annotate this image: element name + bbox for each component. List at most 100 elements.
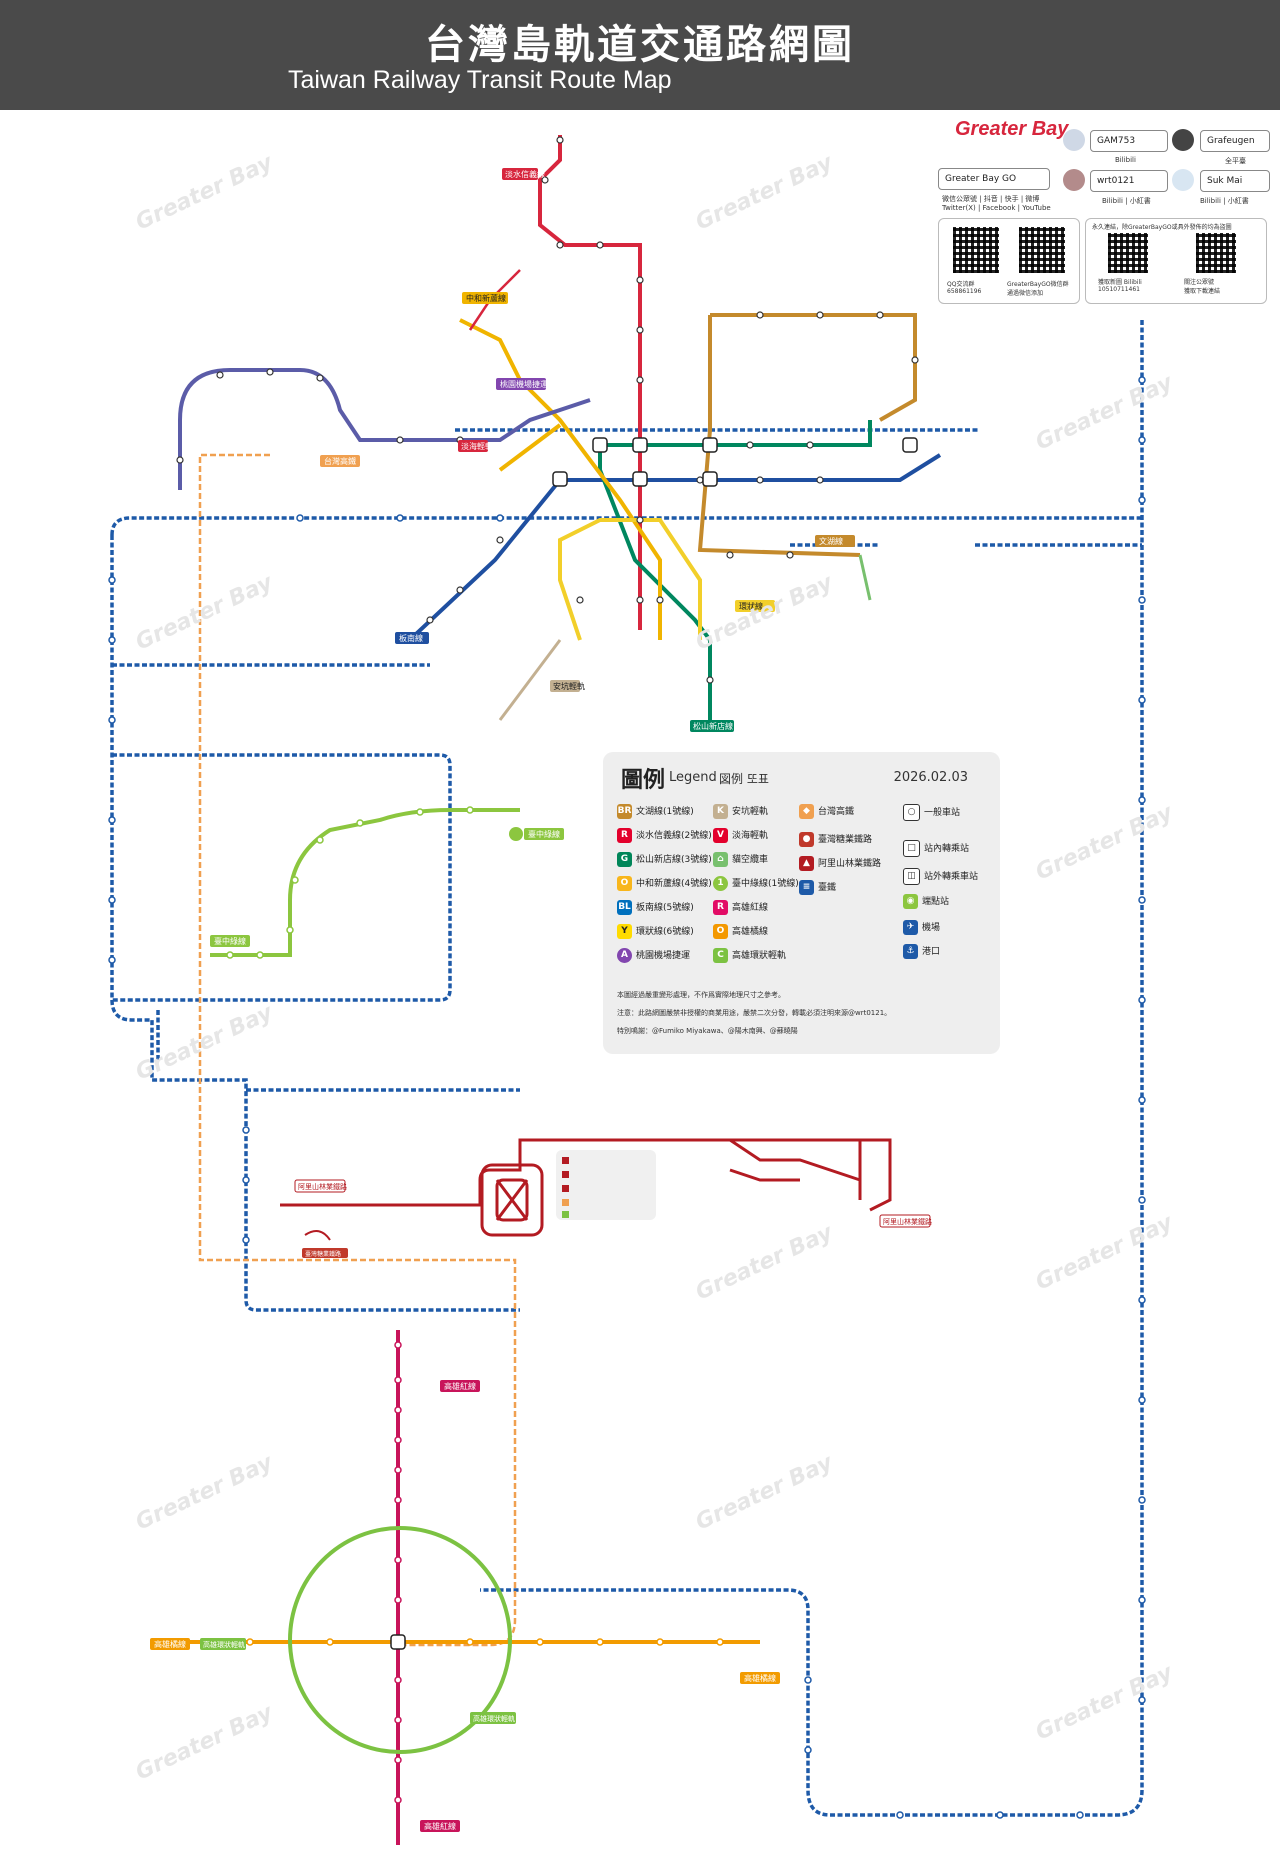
label-bannan: 板南線 <box>399 633 423 643</box>
sugar-rail-loop <box>304 1230 331 1241</box>
legend-symbol-transfer: □站內轉乘站 <box>903 840 969 857</box>
label-sugar: 臺灣糖業鐵路 <box>305 1250 341 1258</box>
legend-note-copyright: 注意：此路網圖嚴禁非授權的商業用途，嚴禁二次分發，轉載必須注明來源@wrt012… <box>617 1009 892 1017</box>
taichung-green-line <box>210 808 520 957</box>
maokong-gondola <box>858 554 872 601</box>
legend-note-thanks: 特別鳴謝：@Fumiko Miyakawa、@陽木南興、@蘇曉陽 <box>617 1027 798 1035</box>
zhonghe-xinlu-line <box>459 318 662 640</box>
svg-text:Greater Bay: Greater Bay <box>132 1000 278 1086</box>
qr-code-qq[interactable] <box>953 227 999 273</box>
tr-northern-line <box>110 516 1142 536</box>
avatar-wrt0121 <box>1063 169 1085 191</box>
qr-note: 永久連結，除GreaterBayGO或具外發佈的均為盜圖 <box>1092 224 1232 231</box>
legend-symbol-port: ⚓港口 <box>903 944 940 959</box>
label-danhai: 淡海輕軌 <box>461 441 493 451</box>
legend-note-distortion: 本圖經過嚴重變形處理，不作爲實際地理尺寸之參考。 <box>617 991 785 999</box>
svg-text:Greater Bay: Greater Bay <box>1032 1660 1178 1746</box>
avatar-sukmai <box>1172 169 1194 191</box>
route-map[interactable]: 中和新蘆線 桃園機場捷運 板南線 環狀線 文湖線 淡水信義線 松山新店線 淡海輕… <box>0 110 1280 1845</box>
legend-title: 圖例 <box>621 768 666 793</box>
label-circular: 環狀線 <box>739 601 763 611</box>
legend-line-maokong: ⌂貓空纜車 <box>713 852 768 867</box>
taichung-terminal <box>509 827 523 841</box>
handle-grafeugen[interactable]: Grafeugen <box>1200 130 1270 152</box>
taichung-label-bg <box>210 935 250 947</box>
avatar-gam753 <box>1063 129 1085 151</box>
svg-text:Greater Bay: Greater Bay <box>132 1700 278 1786</box>
svg-text:Greater Bay: Greater Bay <box>1032 800 1178 886</box>
ankeng-lrt-line <box>498 639 562 721</box>
brand-logo: Greater Bay <box>955 118 1069 140</box>
tr-taichung-loop <box>112 753 452 1002</box>
tr-west-line <box>110 535 520 1312</box>
svg-text:Greater Bay: Greater Bay <box>692 570 838 656</box>
svg-text:Greater Bay: Greater Bay <box>692 1450 838 1536</box>
title-chinese: 台灣島軌道交通路網圖 <box>425 22 855 68</box>
route-map-svg: 中和新蘆線 桃園機場捷運 板南線 環狀線 文湖線 淡水信義線 松山新店線 淡海輕… <box>108 135 1178 1845</box>
kaohsiung-orange-stations <box>246 1638 724 1646</box>
label-ankeng: 安坑輕軌 <box>553 681 585 691</box>
label-taichung-east: 臺中綠線 <box>528 829 560 839</box>
kaohsiung-red-stations <box>394 1341 402 1804</box>
brand-platforms: 微信公眾號 | 抖音 | 快手 | 微博 Twitter(X) | Facebo… <box>942 195 1051 212</box>
label-zhonghe: 中和新蘆線 <box>466 293 506 303</box>
legend-symbol-airport: ✈機場 <box>903 920 940 935</box>
legend-rail-hsr: ◆台灣高鐵 <box>799 804 854 819</box>
circular-line <box>558 518 702 641</box>
platform-gam753: Bilibili <box>1115 156 1136 164</box>
songshan-xindian-line <box>598 420 872 725</box>
handle-sukmai[interactable]: Suk Mai <box>1200 170 1270 192</box>
label-alishan-east: 阿里山林業鐵路 <box>883 1217 932 1226</box>
label-kh-lrt: 高雄環狀輕軌 <box>203 1640 245 1649</box>
legend-title-en: Legend <box>669 770 717 785</box>
avatar-grafeugen <box>1172 129 1194 151</box>
tamsui-xinyi-line <box>538 135 642 630</box>
legend-title-alt: 図例 또표 <box>719 772 769 786</box>
brand-button[interactable]: Greater Bay GO <box>938 168 1050 190</box>
taipei-line-labels: 中和新蘆線 桃園機場捷運 板南線 環狀線 文湖線 淡水信義線 松山新店線 淡海輕… <box>320 168 855 732</box>
qr-caption-wechat: GreaterBayGO微信群 通過微信添加 <box>1007 281 1069 297</box>
handle-gam753[interactable]: GAM753 <box>1090 130 1168 152</box>
svg-text:Greater Bay: Greater Bay <box>1032 370 1178 456</box>
label-kh-orange: 高雄橘線 <box>154 1639 186 1649</box>
qr-caption-official: 關注公眾號 獲取下載連結 <box>1184 279 1221 295</box>
label-hsr: 台灣高鐵 <box>324 456 356 466</box>
alishan-route-legend <box>556 1150 656 1220</box>
legend-symbol-terminal: ◉端點站 <box>903 894 949 909</box>
qr-code-official[interactable] <box>1196 233 1236 273</box>
legend-rail-alishan: ▲阿里山林業鐵路 <box>799 856 881 871</box>
legend-rail-sugar: ●臺灣糖業鐵路 <box>799 832 872 847</box>
label-wenhu: 文湖線 <box>819 536 843 546</box>
qr-code-bilibili[interactable] <box>1108 233 1148 273</box>
qr-caption-qq: QQ交流群 658861196 <box>947 281 982 295</box>
qr-box-right: 永久連結，除GreaterBayGO或具外發佈的均為盜圖 獲取新圖 Bilibi… <box>1085 218 1267 304</box>
svg-text:Greater Bay: Greater Bay <box>132 570 278 656</box>
legend-date: 2026.02.03 <box>893 770 968 785</box>
svg-text:Greater Bay: Greater Bay <box>692 1220 838 1306</box>
label-kh-orange-east: 高雄橘線 <box>744 1673 776 1683</box>
legend-rail-tr: ≡臺鐵 <box>799 880 836 895</box>
label-kh-lrt-east: 高雄環狀輕軌 <box>473 1714 515 1723</box>
label-songshan: 松山新店線 <box>693 721 733 731</box>
handle-wrt0121[interactable]: wrt0121 <box>1090 170 1168 192</box>
qr-code-wechat[interactable] <box>1019 227 1065 273</box>
taipei-stations <box>176 136 919 684</box>
svg-text:Greater Bay: Greater Bay <box>132 150 278 236</box>
label-tamsui: 淡水信義線 <box>505 169 545 179</box>
qr-box-left: QQ交流群 658861196 GreaterBayGO微信群 通過微信添加 <box>938 218 1080 304</box>
airport-mrt-line <box>178 368 591 490</box>
formosa-transfer <box>390 1634 406 1650</box>
qr-caption-bilibili: 獲取新圖 Bilibili 10510711461 <box>1098 279 1142 293</box>
title-english: Taiwan Railway Transit Route Map <box>288 66 672 94</box>
alishan-line <box>280 1138 892 1237</box>
